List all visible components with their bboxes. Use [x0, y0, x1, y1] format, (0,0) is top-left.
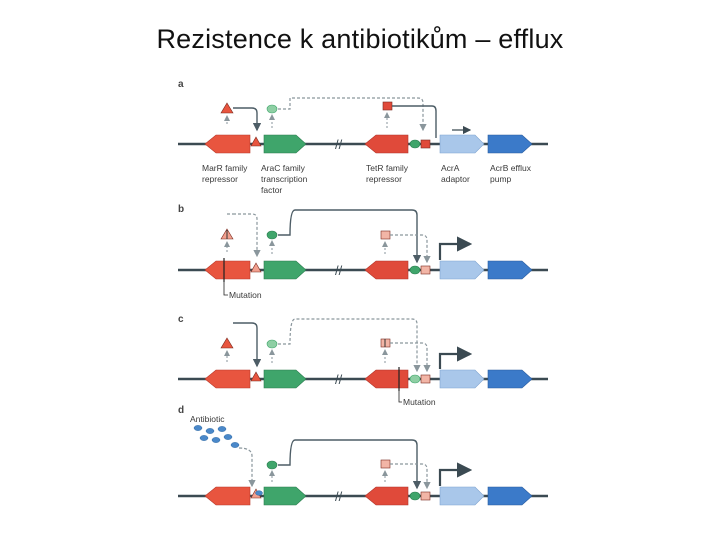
acrb-gene-a: [487, 134, 533, 154]
marr-autorepression-a: [233, 107, 262, 132]
marr-label-line1: MarR family: [202, 163, 248, 173]
marr-autorepression-b: [233, 213, 261, 258]
acra-gene-b: [439, 260, 485, 280]
panel-letter-b: b: [178, 204, 184, 215]
dna-break-b: //: [335, 263, 343, 278]
mutation-leader-c: [398, 391, 402, 403]
tetr-gene-b: [364, 260, 409, 280]
mutation-leader-b: [223, 282, 228, 296]
arac-activation-c: [278, 318, 421, 373]
marr-gene-d: [204, 486, 251, 506]
arac-label-line3: factor: [261, 185, 282, 195]
arac-activation-d: [278, 439, 422, 490]
panel-letter-a: a: [178, 79, 184, 90]
tetr-repression-a: [392, 105, 437, 138]
arac-operator-b: [409, 265, 421, 275]
antibiotic-label: Antibiotic: [190, 414, 225, 424]
tetr-protein-d: [380, 459, 391, 469]
mutation-label-c: Mutation: [403, 397, 436, 407]
antibiotic-molecules: [193, 425, 240, 448]
tetr-gene-a: [364, 134, 409, 154]
panel-letter-c: c: [178, 314, 184, 325]
transcription-arrow-b: [438, 236, 473, 260]
arac-label-line2: transcription: [261, 174, 308, 184]
arac-label-line1: AraC family: [261, 163, 306, 173]
marr-protein-c: [220, 337, 234, 349]
marr-gene-b: [204, 260, 251, 280]
panel-b: b // Mutation: [178, 204, 548, 300]
marr-autorepression-c: [233, 322, 262, 368]
marr-gene-a: [204, 134, 251, 154]
tetr-operator-d: [420, 491, 431, 501]
arac-protein-d: [266, 460, 278, 470]
marr-gene-c: [204, 369, 251, 389]
tetr-gene-d: [364, 486, 409, 506]
arac-protein-b: [266, 230, 278, 240]
antibiotic-bound-d: [255, 490, 263, 496]
arac-operator-a: [409, 139, 421, 149]
tetr-repression-b: [390, 234, 431, 264]
tetr-protein-a: [382, 101, 393, 111]
arac-operator-d: [409, 491, 421, 501]
acrb-gene-d: [487, 486, 533, 506]
acra-gene-c: [439, 369, 485, 389]
acrb-gene-b: [487, 260, 533, 280]
panel-letter-d: d: [178, 405, 184, 416]
acrb-gene-c: [487, 369, 533, 389]
tetr-operator-c: [420, 374, 431, 384]
antibiotic-inhibition-d: [238, 447, 256, 488]
tetr-operator-b: [420, 265, 431, 275]
marr-protein-a: [220, 102, 234, 114]
tetr-repression-c: [390, 342, 431, 373]
arac-gene-a: [263, 134, 307, 154]
acrb-label-line2: pump: [490, 174, 512, 184]
arac-gene-d: [263, 486, 307, 506]
slide-title: Rezistence k antibiotikům – efflux: [156, 24, 564, 54]
acra-gene-d: [439, 486, 485, 506]
arac-activation-a: [278, 97, 427, 132]
arac-protein-c: [266, 339, 278, 349]
tetr-protein-b: [380, 230, 391, 240]
acra-label-line1: AcrA: [441, 163, 460, 173]
marr-operator-b: [250, 262, 262, 273]
arac-gene-b: [263, 260, 307, 280]
dna-break-d: //: [335, 489, 343, 504]
marr-label-line2: repressor: [202, 174, 238, 184]
marr-operator-c: [250, 371, 262, 382]
tetr-operator-a: [420, 139, 431, 149]
mutation-label-b: Mutation: [229, 290, 262, 300]
transcription-arrow-d: [438, 462, 473, 486]
tetr-label-line1: TetR family: [366, 163, 409, 173]
acra-gene-a: [439, 134, 485, 154]
panel-c: c // Mutation: [178, 314, 548, 407]
tetr-gene-c: [364, 369, 409, 389]
arac-operator-c: [409, 374, 421, 384]
tetr-label-line2: repressor: [366, 174, 402, 184]
dna-break-c: //: [335, 372, 343, 387]
panel-a: a // MarR family repressor AraC family t…: [178, 79, 548, 195]
marr-operator-a: [250, 136, 262, 147]
arac-protein-a: [266, 104, 278, 114]
dna-break-a: //: [335, 137, 343, 152]
transcription-arrow-c: [438, 346, 473, 369]
arac-gene-c: [263, 369, 307, 389]
panel-d: d Antibiotic //: [178, 405, 548, 506]
arac-activation-b: [278, 209, 422, 264]
tetr-repression-d: [390, 463, 431, 490]
acrb-label-line1: AcrB efflux: [490, 163, 532, 173]
acra-label-line2: adaptor: [441, 174, 470, 184]
